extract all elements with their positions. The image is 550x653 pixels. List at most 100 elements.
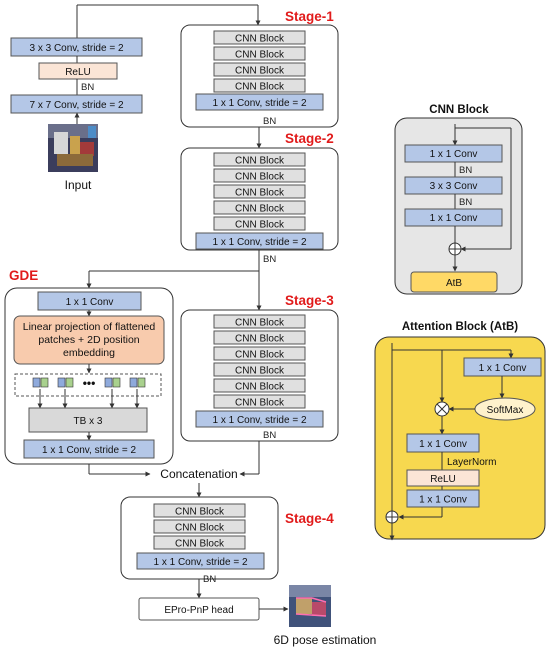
cnn-block-label: CNN Block [235,34,285,45]
epro-pnp-head-label: EPro-PnP head [164,605,233,616]
cnn-block-label: CNN Block [175,539,225,550]
cnn-block [213,346,306,361]
atb-conv-top-label: 1 x 1 Conv [479,363,527,374]
cnn-detail-conv3-label: 1 x 1 Conv [430,213,478,224]
gde-conv-out-label: 1 x 1 Conv, stride = 2 [42,445,136,456]
stem-relu-label: ReLU [65,67,91,78]
cnn-block [153,535,246,550]
add-icon [385,510,399,524]
gde-linear-projection-label: Linear projection of flattened patches +… [22,320,156,359]
stem-bn-label: BN [81,82,94,93]
gde-tb-label: TB x 3 [74,416,103,427]
concatenation-label: Concatenation [160,467,237,481]
cnn-detail-atb-box [410,271,498,293]
gde-patch-tokens-frame [14,373,162,397]
stage-2-title: Stage-2 [285,131,334,146]
gde-conv-label: 1 x 1 Conv [66,297,114,308]
output-image [289,585,331,627]
stage-1-conv-label: 1 x 1 Conv, stride = 2 [212,98,306,109]
patch-token [129,377,138,388]
stem-relu-box [38,62,118,80]
cnn-detail-atb-label: AtB [446,278,462,289]
output-label: 6D pose estimation [274,633,377,647]
stage-4: Stage-4 CNN Block CNN Block CNN Block 1 … [120,496,334,599]
cnn-block [213,62,306,77]
stage-1-title: Stage-1 [285,9,334,24]
gde-title: GDE [9,268,38,283]
cnn-block [213,216,306,231]
stage-2-conv-label: 1 x 1 Conv, stride = 2 [212,237,306,248]
gde-token-arrows [37,389,140,409]
atb-conv-bottom-label: 1 x 1 Conv [419,495,467,506]
cnn-detail-conv1-label: 1 x 1 Conv [430,149,478,160]
cnn-block-label: CNN Block [235,204,285,215]
stage-3-conv-label: 1 x 1 Conv, stride = 2 [212,415,306,426]
cnn-block-label: CNN Block [235,50,285,61]
cnn-block [213,314,306,329]
gde-conv-out-box [23,439,155,459]
cnn-block-label: CNN Block [235,156,285,167]
atb-layernorm-label: LayerNorm [447,457,496,468]
cnn-block [213,378,306,393]
cnn-block [213,200,306,215]
cnn-block [213,168,306,183]
input-label: Input [65,178,92,192]
stage-4-title: Stage-4 [285,511,334,526]
patch-token [137,377,146,388]
stem-conv2-label: 7 x 7 Conv, stride = 2 [29,100,123,111]
cnn-block-label: CNN Block [235,220,285,231]
cnn-detail-conv2-label: 3 x 3 Conv [430,181,478,192]
atb-conv-bottom-box [406,489,480,508]
attention-block-title: Attention Block (AtB) [402,321,518,333]
cnn-block [213,78,306,93]
stage-3-title: Stage-3 [285,293,334,308]
cnn-block [153,503,246,518]
cnn-block [153,519,246,534]
stage-1-conv-box [195,93,324,111]
stage-3-bn-label: BN [263,430,276,441]
stage-1: Stage-1 CNN Block CNN Block CNN Block CN… [180,9,339,149]
cnn-detail-conv3-box [404,208,503,227]
cnn-block-label: CNN Block [235,318,285,329]
attention-block-detail: Attention Block (AtB) 1 x 1 Conv SoftMax… [374,321,546,541]
cnn-block-label: CNN Block [235,82,285,93]
cnn-block-label: CNN Block [235,382,285,393]
cnn-block [213,362,306,377]
multiply-icon [434,401,450,417]
stage-1-bn-label: BN [263,116,276,127]
gde-ellipsis: ••• [83,376,96,390]
cnn-block-label: CNN Block [175,523,225,534]
gde-tb-box [28,407,148,433]
cnn-detail-bn1-label: BN [459,165,472,176]
gde-patch-tokens [32,377,146,388]
cnn-block-label: CNN Block [235,366,285,377]
cnn-block [213,152,306,167]
cnn-detail-bn2-label: BN [459,197,472,208]
cnn-block-label: CNN Block [235,398,285,409]
cnn-detail-conv2-box [404,176,503,195]
patch-token [57,377,66,388]
patch-token [65,377,74,388]
cnn-block [213,184,306,199]
cnn-block [213,394,306,409]
stage-3: Stage-3 CNN Block CNN Block CNN Block CN… [180,293,339,477]
stage-2-bn-label: BN [263,254,276,265]
cnn-block-label: CNN Block [235,350,285,361]
cnn-block-detail-title: CNN Block [429,104,489,116]
cnn-block [213,330,306,345]
cnn-block-label: CNN Block [235,188,285,199]
input-image [48,124,98,172]
atb-conv-mid-label: 1 x 1 Conv [419,439,467,450]
patch-token [32,377,41,388]
stem: 3 x 3 Conv, stride = 2 ReLU BN 7 x 7 Con… [10,4,261,192]
stage-3-conv-box [195,410,324,428]
stage-2: Stage-2 CNN Block CNN Block CNN Block CN… [86,131,339,311]
patch-token [104,377,113,388]
cnn-block-label: CNN Block [235,66,285,77]
cnn-block-label: CNN Block [175,507,225,518]
stage-4-bn-label: BN [203,574,216,585]
stem-conv1-label: 3 x 3 Conv, stride = 2 [29,43,123,54]
gde-module: GDE 1 x 1 Conv Linear projection of flat… [4,268,174,477]
stage-4-conv-label: 1 x 1 Conv, stride = 2 [153,557,247,568]
